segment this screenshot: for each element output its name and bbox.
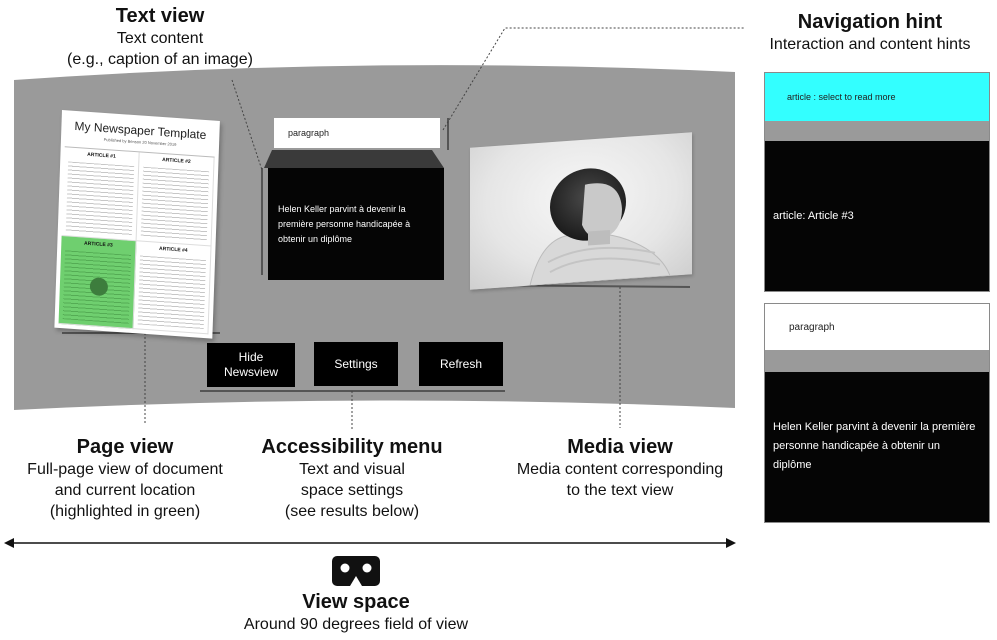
accessibility-menu-desc-3: (see results below) [284, 503, 420, 520]
vr-headset-icon [332, 556, 380, 586]
article-heading-4: ARTICLE #4 [158, 245, 188, 254]
media-view-photo[interactable] [470, 132, 692, 290]
view-space-title: View space [302, 591, 410, 613]
media-view-title: Media view [567, 436, 673, 458]
article-cell-1[interactable]: ARTICLE #1 [61, 147, 140, 241]
arrow-right-icon [726, 538, 736, 548]
text-view-label: Text view Text content (e.g., caption of… [40, 4, 280, 70]
article-heading-2: ARTICLE #2 [162, 157, 191, 166]
media-view-desc-2: to the text view [566, 482, 674, 499]
accessibility-menu-title: Accessibility menu [261, 436, 443, 458]
article-cell-2[interactable]: ARTICLE #2 [136, 152, 215, 247]
page-view-desc-2: and current location [54, 482, 196, 499]
refresh-button[interactable]: Refresh [419, 342, 503, 386]
view-space-label: View space Around 90 degrees field of vi… [180, 590, 532, 635]
navigation-hint-desc: Interaction and content hints [769, 36, 971, 53]
article-grid: ARTICLE #1 ARTICLE #2 ARTICLE #3 ARTICLE… [58, 146, 215, 335]
navigation-article-card[interactable]: article: Article #3 [765, 141, 989, 291]
navigation-hint-panel: article : select to read more article: A… [764, 72, 990, 292]
hide-button-line-2: Newsview [223, 365, 278, 379]
hide-newsview-button[interactable]: Hide Newsview [207, 343, 295, 387]
text-view-title: Text view [115, 5, 205, 27]
article-cell-3-highlighted[interactable]: ARTICLE #3 [58, 235, 137, 330]
accessibility-menu-label: Accessibility menu Text and visual space… [232, 435, 472, 522]
text-card-bevel [264, 150, 444, 168]
article-image-icon [89, 276, 108, 297]
arrow-left-icon [4, 538, 14, 548]
portrait-image [529, 168, 671, 287]
accessibility-menu-desc-2: space settings [300, 482, 404, 499]
accessibility-menu-desc-1: Text and visual [299, 461, 405, 478]
paragraph-result-panel: paragraph Helen Keller parvint à devenir… [764, 303, 990, 523]
media-view-desc-1: Media content corresponding [516, 461, 724, 478]
settings-button[interactable]: Settings [314, 342, 398, 386]
text-view-desc-1: Text content [116, 30, 204, 47]
text-view-desc-2: (e.g., caption of an image) [67, 51, 253, 68]
text-view-card: Helen Keller parvint à devenir la premiè… [268, 168, 444, 280]
article-heading-3: ARTICLE #3 [83, 240, 113, 249]
view-space-desc: Around 90 degrees field of view [243, 616, 469, 633]
article-cell-4[interactable]: ARTICLE #4 [133, 240, 212, 335]
page-view-desc-1: Full-page view of document [27, 461, 223, 478]
page-view-title: Page view [76, 436, 174, 458]
text-view-paragraph-label: paragraph [274, 118, 440, 148]
article-text-lines [65, 161, 135, 236]
page-view-document[interactable]: My Newspaper Template Published by Benso… [54, 110, 220, 339]
article-heading-1: ARTICLE #1 [87, 151, 116, 160]
page-view-desc-3: (highlighted in green) [49, 503, 201, 520]
navigation-hint-bar[interactable]: article : select to read more [765, 73, 989, 121]
paragraph-result-card: Helen Keller parvint à devenir la premiè… [765, 372, 989, 522]
navigation-hint-title: Navigation hint [797, 11, 943, 33]
article-text-lines [140, 166, 210, 241]
hide-button-line-1: Hide [238, 350, 264, 364]
page-view-label: Page view Full-page view of document and… [0, 435, 250, 522]
paragraph-result-label: paragraph [765, 304, 989, 350]
article-text-lines [137, 255, 207, 330]
media-view-label: Media view Media content corresponding t… [470, 435, 770, 501]
navigation-hint-label: Navigation hint Interaction and content … [745, 10, 995, 55]
